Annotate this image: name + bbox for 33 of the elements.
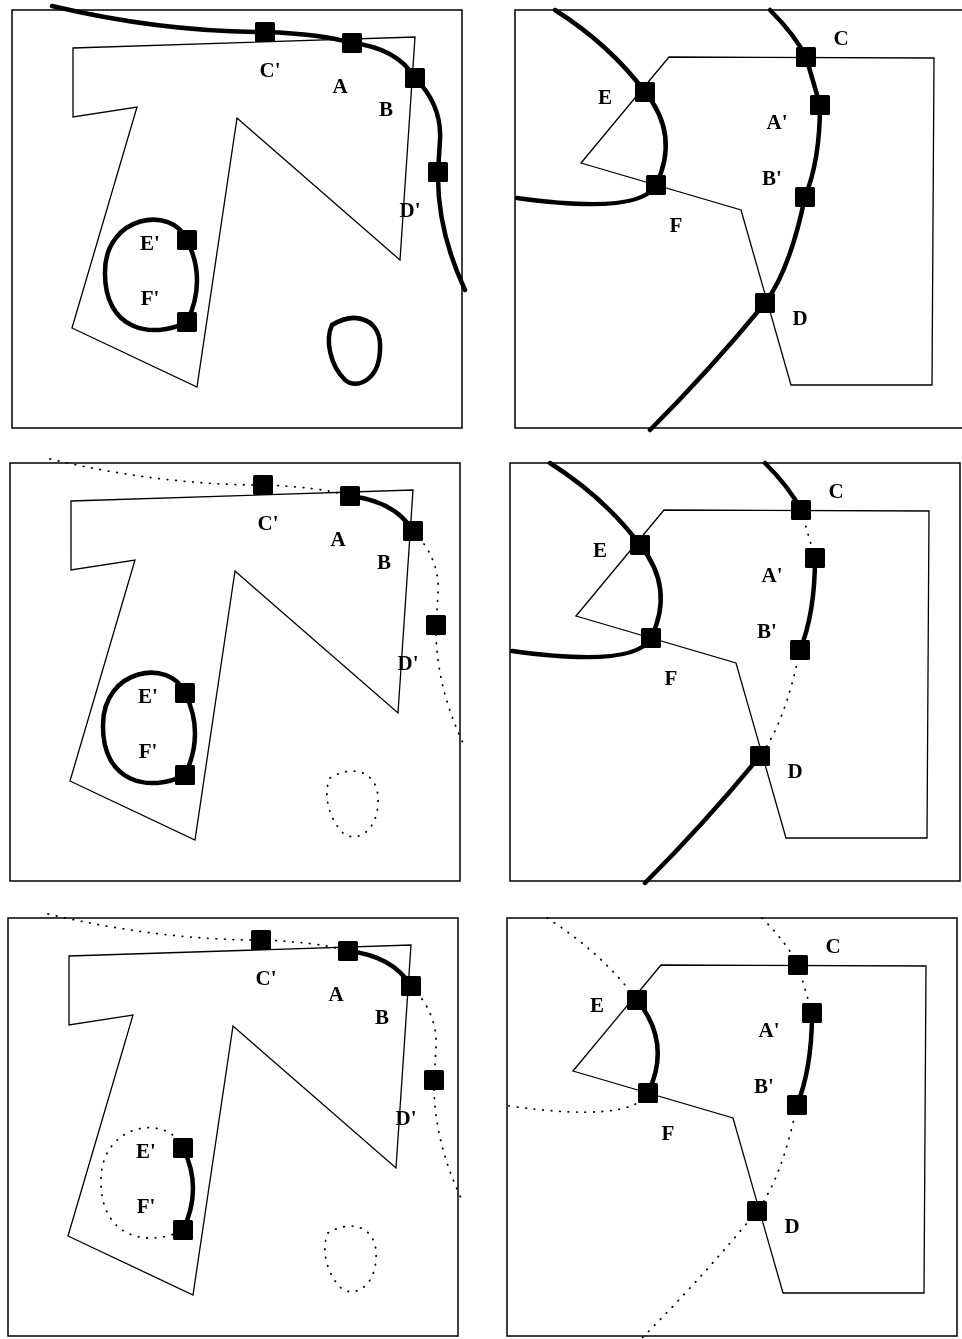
point-label: C	[825, 935, 841, 957]
point-label: F'	[140, 287, 160, 309]
point-label: A'	[761, 564, 783, 586]
point-label: F	[669, 214, 683, 236]
point-label: E	[598, 86, 612, 108]
point-label: B	[375, 1006, 389, 1028]
point-label: A	[328, 983, 344, 1005]
point-label: C'	[259, 59, 281, 81]
point-label: B'	[762, 167, 782, 189]
point-label: A'	[758, 1019, 780, 1041]
point-label: C	[828, 480, 844, 502]
point-label: B'	[757, 620, 777, 642]
point-label: A	[332, 75, 348, 97]
point-label: F'	[138, 740, 158, 762]
point-label: E'	[136, 1140, 156, 1162]
point-label: C'	[257, 512, 279, 534]
point-label: B'	[754, 1075, 774, 1097]
point-label: E'	[138, 685, 158, 707]
point-label: B	[377, 551, 391, 573]
point-label: B	[379, 98, 393, 120]
point-label: D	[784, 1215, 800, 1237]
point-label: E	[590, 994, 604, 1016]
point-label: F	[664, 667, 678, 689]
point-label: A	[330, 528, 346, 550]
point-label: F'	[136, 1195, 156, 1217]
point-label: C	[833, 27, 849, 49]
point-label: D	[792, 307, 808, 329]
point-label: E	[593, 539, 607, 561]
point-label: D	[787, 760, 803, 782]
point-label: E'	[140, 232, 160, 254]
point-label: A'	[766, 111, 788, 133]
point-label: F	[661, 1122, 675, 1144]
point-label: C'	[255, 967, 277, 989]
